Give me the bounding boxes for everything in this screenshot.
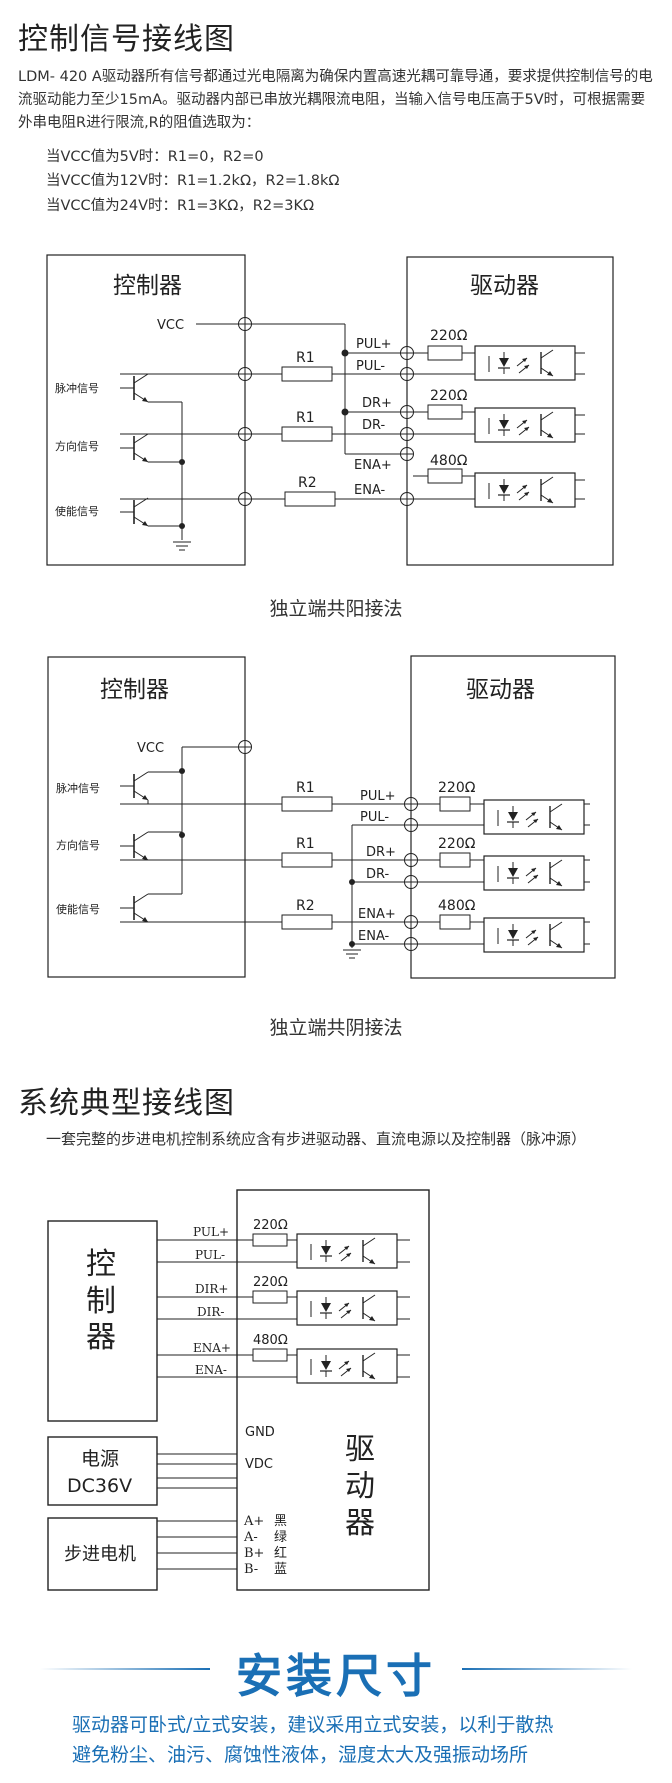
system-driver-box [236, 1189, 430, 1591]
system-description: 一套完整的步进电机控制系统应含有步进驱动器、直流电源以及控制器（脉冲源） [46, 1130, 587, 1148]
vdc-label: VDC [245, 1457, 273, 1472]
driver-label: 驱动器 [470, 273, 539, 299]
sys-dir-minus: DIR- [197, 1305, 224, 1319]
dr-minus-label: DR- [362, 418, 386, 433]
pul-minus-label: PUL- [356, 359, 385, 374]
wire-green: 绿 [274, 1530, 287, 1545]
a-plus-label: A+ [243, 1514, 264, 1529]
r1-label-a: R1 [296, 350, 315, 366]
direction-signal-label: 方向信号 [55, 439, 99, 453]
vcc-24v-rule: 当VCC值为24V时：R1=3KΩ，R2=3KΩ [46, 198, 315, 214]
enable-signal-label-2: 使能信号 [56, 902, 100, 916]
controller-char-3: 器 [86, 1320, 116, 1355]
motor-label: 步进电机 [64, 1544, 136, 1565]
install-divider-right [462, 1668, 632, 1670]
b-plus-label: B+ [244, 1546, 264, 1561]
sys-res-480: 480Ω [253, 1333, 288, 1348]
sys-pul-minus: PUL- [195, 1248, 225, 1262]
driver-label-2: 驱动器 [466, 677, 535, 703]
vcc-12v-rule: 当VCC值为12V时：R1=1.2kΩ，R2=1.8kΩ [46, 173, 340, 189]
driver-char-2: 动 [345, 1469, 375, 1504]
res-480-b: 480Ω [438, 898, 476, 914]
power-supply-box [47, 1436, 158, 1506]
ena-plus-label-2: ENA+ [358, 907, 396, 922]
system-controller-box [47, 1220, 158, 1422]
stepper-motor-box [47, 1517, 158, 1591]
controller-label-2: 控制器 [100, 677, 169, 703]
res-220-a: 220Ω [430, 328, 468, 344]
install-note-1: 驱动器可卧式/立式安装，建议采用立式安装，以利于散热 [72, 1714, 554, 1736]
gnd-label: GND [245, 1425, 275, 1440]
intro-paragraph: LDM- 420 A驱动器所有信号都通过光电隔离为确保内置高速光耦可靠导通，要求… [18, 69, 653, 131]
caption-common-cathode: 独立端共阴接法 [269, 1017, 403, 1039]
r2-label-2: R2 [296, 898, 315, 914]
section-title-system-wiring: 系统典型接线图 [18, 1086, 235, 1121]
section-title-control-wiring: 控制信号接线图 [18, 22, 235, 57]
controller-box [46, 254, 246, 566]
ena-plus-label: ENA+ [354, 458, 392, 473]
vcc-label-2: VCC [137, 741, 164, 756]
res-220-c: 220Ω [438, 780, 476, 796]
pul-minus-label-2: PUL- [360, 810, 389, 825]
power-voltage-label: DC36V [67, 1475, 132, 1497]
b-minus-label: B- [244, 1562, 258, 1577]
sys-ena-plus: ENA+ [193, 1341, 231, 1355]
wire-blue: 蓝 [274, 1562, 287, 1577]
diagram-system-wiring: 控 制 器 电源 DC36V 步进电机 PUL+ PUL- DIR+ DIR- … [47, 1189, 430, 1591]
pulse-signal-label-2: 脉冲信号 [56, 781, 100, 795]
sys-ena-minus: ENA- [195, 1363, 227, 1377]
pul-plus-label: PUL+ [356, 337, 392, 352]
r1-label-d: R1 [296, 836, 315, 852]
sys-dir-plus: DIR+ [195, 1282, 228, 1296]
direction-signal-label-2: 方向信号 [56, 838, 100, 852]
ena-minus-label: ENA- [354, 483, 386, 498]
sys-pul-plus: PUL+ [193, 1225, 229, 1239]
pul-plus-label-2: PUL+ [360, 789, 396, 804]
controller-char-1: 控 [86, 1247, 116, 1282]
sys-res-220-b: 220Ω [253, 1275, 288, 1290]
diagram-common-cathode: 控制器 驱动器 VCC 脉冲信号 方向信号 使能信号 R1 R1 R2 [47, 655, 616, 979]
pulse-signal-label: 脉冲信号 [55, 381, 99, 395]
install-note-2: 避免粉尘、油污、腐蚀性液体，湿度太大及强振动场所 [72, 1744, 529, 1766]
install-divider-left [40, 1668, 210, 1670]
driver-char-3: 器 [345, 1506, 375, 1541]
controller-char-2: 制 [86, 1284, 116, 1319]
vcc-label: VCC [157, 318, 184, 333]
power-label: 电源 [81, 1448, 119, 1470]
dr-minus-label-2: DR- [366, 867, 390, 882]
a-minus-label: A- [243, 1530, 258, 1545]
controller-box-2 [47, 656, 246, 978]
install-title: 安装尺寸 [236, 1649, 436, 1703]
vcc-5v-rule: 当VCC值为5V时：R1=0，R2=0 [46, 149, 264, 165]
wire-black: 黑 [274, 1514, 287, 1529]
dr-plus-label: DR+ [362, 396, 392, 411]
res-220-d: 220Ω [438, 836, 476, 852]
diagram-common-anode: 控制器 驱动器 VCC R1 R1 R2 脉冲信号 方向信号 使能信号 [46, 254, 614, 566]
driver-box-2 [410, 655, 616, 979]
res-220-b: 220Ω [430, 388, 468, 404]
wire-red: 红 [274, 1545, 287, 1561]
r2-label: R2 [298, 475, 317, 491]
dr-plus-label-2: DR+ [366, 845, 396, 860]
driver-char-1: 驱 [345, 1432, 375, 1467]
caption-common-anode: 独立端共阳接法 [269, 598, 403, 620]
r1-label-b: R1 [296, 410, 315, 426]
enable-signal-label: 使能信号 [55, 504, 99, 518]
r1-label-c: R1 [296, 780, 315, 796]
controller-label: 控制器 [113, 273, 182, 299]
res-480: 480Ω [430, 453, 468, 469]
sys-res-220-a: 220Ω [253, 1218, 288, 1233]
ena-minus-label-2: ENA- [358, 929, 390, 944]
